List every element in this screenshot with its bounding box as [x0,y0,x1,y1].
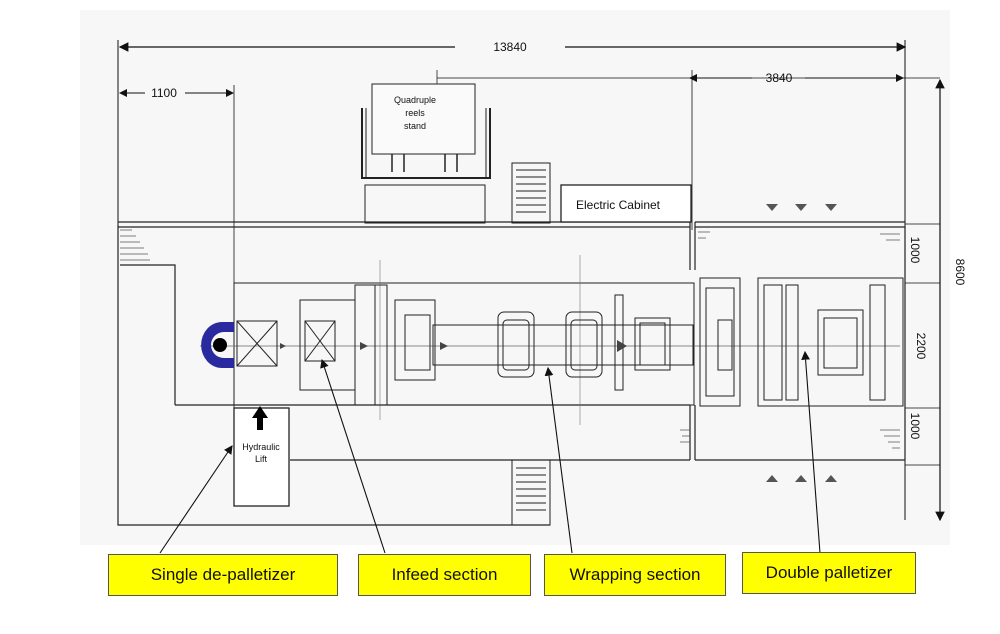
right-section-label: 3840 [766,71,793,85]
callout-wrapping: Wrapping section [544,554,726,596]
leader-wrapping [544,366,573,554]
reels-stand-label-2: reels [405,108,425,118]
leader-infeed [320,358,386,554]
direction-markers-top [766,204,837,211]
infeed-station [304,284,436,406]
overall-width-label: 13840 [493,40,527,54]
callout-depalletizer: Single de-palletizer [108,554,338,596]
leader-palletizer [801,350,821,554]
center-lane-label: 2200 [914,333,928,360]
leader-depalletizer [159,445,233,554]
callout-leaders [159,350,821,554]
upper-lane-label: 1000 [908,237,922,264]
stairs-top [511,162,551,224]
hydraulic-lift-label-1: Hydraulic [242,442,280,452]
wrapping-conveyor [432,294,694,391]
callout-palletizer: Double palletizer [742,552,916,594]
hatch-marks [120,229,900,449]
reels-stand-label-3: stand [404,121,426,131]
quadruple-reels-stand: Quadruple reels stand [361,70,491,224]
callout-infeed: Infeed section [358,554,531,596]
lower-lane-label: 1000 [908,413,922,440]
palletizer-area [699,277,904,407]
dimension-right-section: 3840 [437,70,940,230]
hydraulic-lift: Hydraulic Lift [233,406,290,507]
left-offset-label: 1100 [151,86,177,100]
overall-height-label: 8600 [953,259,967,286]
flow-arrows [280,340,627,352]
dimension-vertical: 8600 1000 2200 1000 [905,78,967,522]
hydraulic-lift-label-2: Lift [255,454,268,464]
electric-cabinet: Electric Cabinet [560,184,692,223]
stairs-bottom [511,459,551,526]
electric-cabinet-label: Electric Cabinet [576,198,661,212]
direction-markers-bottom [766,475,837,482]
stop-marker [201,322,234,368]
reels-stand-label-1: Quadruple [394,95,436,105]
